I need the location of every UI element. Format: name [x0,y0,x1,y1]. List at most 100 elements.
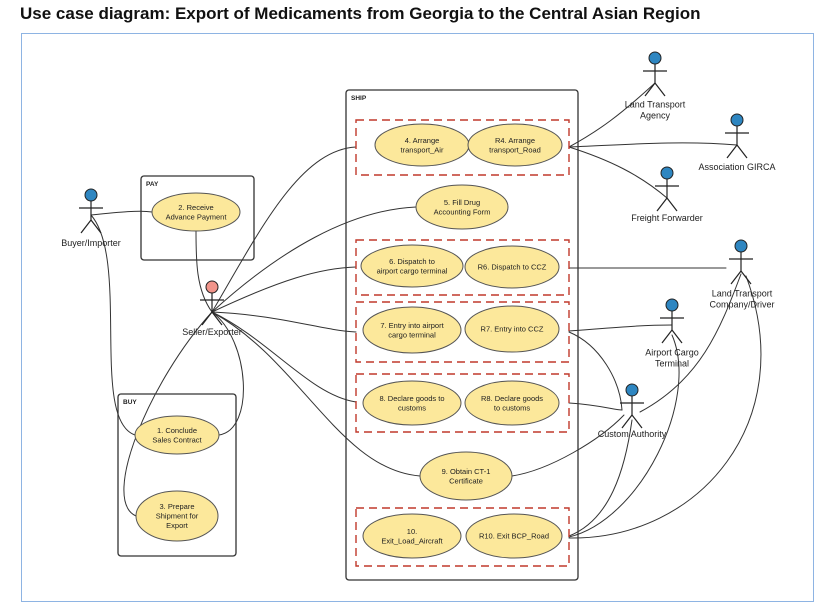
use-case-ellipse [419,451,513,501]
line-seller-uc1 [211,311,244,436]
line-group3-custom [568,331,623,411]
use-case-ellipse [465,513,563,559]
actor-label: Buyer/Importer [61,238,121,248]
line-buyer-uc1 [90,214,136,436]
use-case-ucR10: R10. Exit BCP_Road [465,513,563,559]
actor-leg-left [644,82,656,97]
use-case-ellipse [464,245,560,289]
actor-leg-left [726,144,738,159]
line-seller-group3 [211,311,357,333]
boundary-label-pay: PAY [146,181,159,188]
line-buyer-uc2 [90,210,153,216]
boundary-box-ship [345,89,579,581]
boundary-label-buy: BUY [123,399,137,406]
actor-label: Association GIRCA [698,162,775,172]
actor-leg-left [661,329,673,344]
use-case-label: R7. Entry into CCZ [481,325,544,334]
use-case-label: R6. Dispatch to CCZ [478,263,547,272]
use-case-group-1 [355,119,570,176]
line-seller-group4 [211,311,357,403]
association-lines [90,82,762,539]
line-group1-girca [568,142,738,148]
use-case-ellipse [362,513,462,559]
use-case-ellipse [360,244,464,288]
use-case-ellipse [135,490,219,542]
boundary-label-ship: SHIP [351,95,367,102]
actor-head-icon [730,113,744,127]
actor-leg-left [201,311,213,326]
use-case-ellipse [467,123,563,167]
line-seller-uc3 [123,311,213,517]
use-case-uc10: 10.Exit_Load_Aircraft [362,513,462,559]
actor-leg-left [621,414,633,429]
actor-label: Seller/Exporter [182,327,242,337]
line-seller-uc5 [211,206,417,313]
use-case-group-4 [355,373,570,433]
actor-girca: Association GIRCA [698,113,776,172]
actor-leg-right [211,311,223,326]
line-seller-group2 [211,266,357,313]
actor-head-icon [734,239,748,253]
actor-leg-right [671,329,683,344]
boundary-box-buy [117,393,237,557]
use-case-ucR6: R6. Dispatch to CCZ [464,245,560,289]
actor-head-icon [660,166,674,180]
use-case-group-3 [355,301,570,363]
use-case-groups [355,119,570,567]
actor-head-icon [648,51,662,65]
actor-leg-right [736,144,748,159]
line-seller-uc2 [195,230,213,313]
line-seller-uc9 [211,311,421,477]
actor-leg-right [654,82,666,97]
actor-buyer: Buyer/Importer [61,188,121,248]
diagram-frame [21,33,814,602]
use-case-ellipse [464,305,560,353]
line-group3-airport [568,324,673,332]
use-case-ellipse [464,380,560,426]
actor-leg-right [631,414,643,429]
boundary-box-pay [140,175,255,261]
actor-leg-right [740,270,752,285]
page-title: Use case diagram: Export of Medicaments … [20,4,701,23]
actor-leg-right [90,219,102,234]
use-case-ellipse [362,306,462,354]
actor-head-icon [205,280,219,294]
actor-leg-left [656,197,668,212]
use-case-ellipse [362,380,462,426]
use-case-ellipse [151,192,241,232]
use-case-ucR7: R7. Entry into CCZ [464,305,560,353]
actor-head-icon [625,383,639,397]
line-group5-custom [568,419,633,537]
use-case-label: R10. Exit BCP_Road [479,532,549,541]
actor-head-icon [665,298,679,312]
line-seller-group1 [211,146,357,313]
line-group5-airport [568,334,680,538]
